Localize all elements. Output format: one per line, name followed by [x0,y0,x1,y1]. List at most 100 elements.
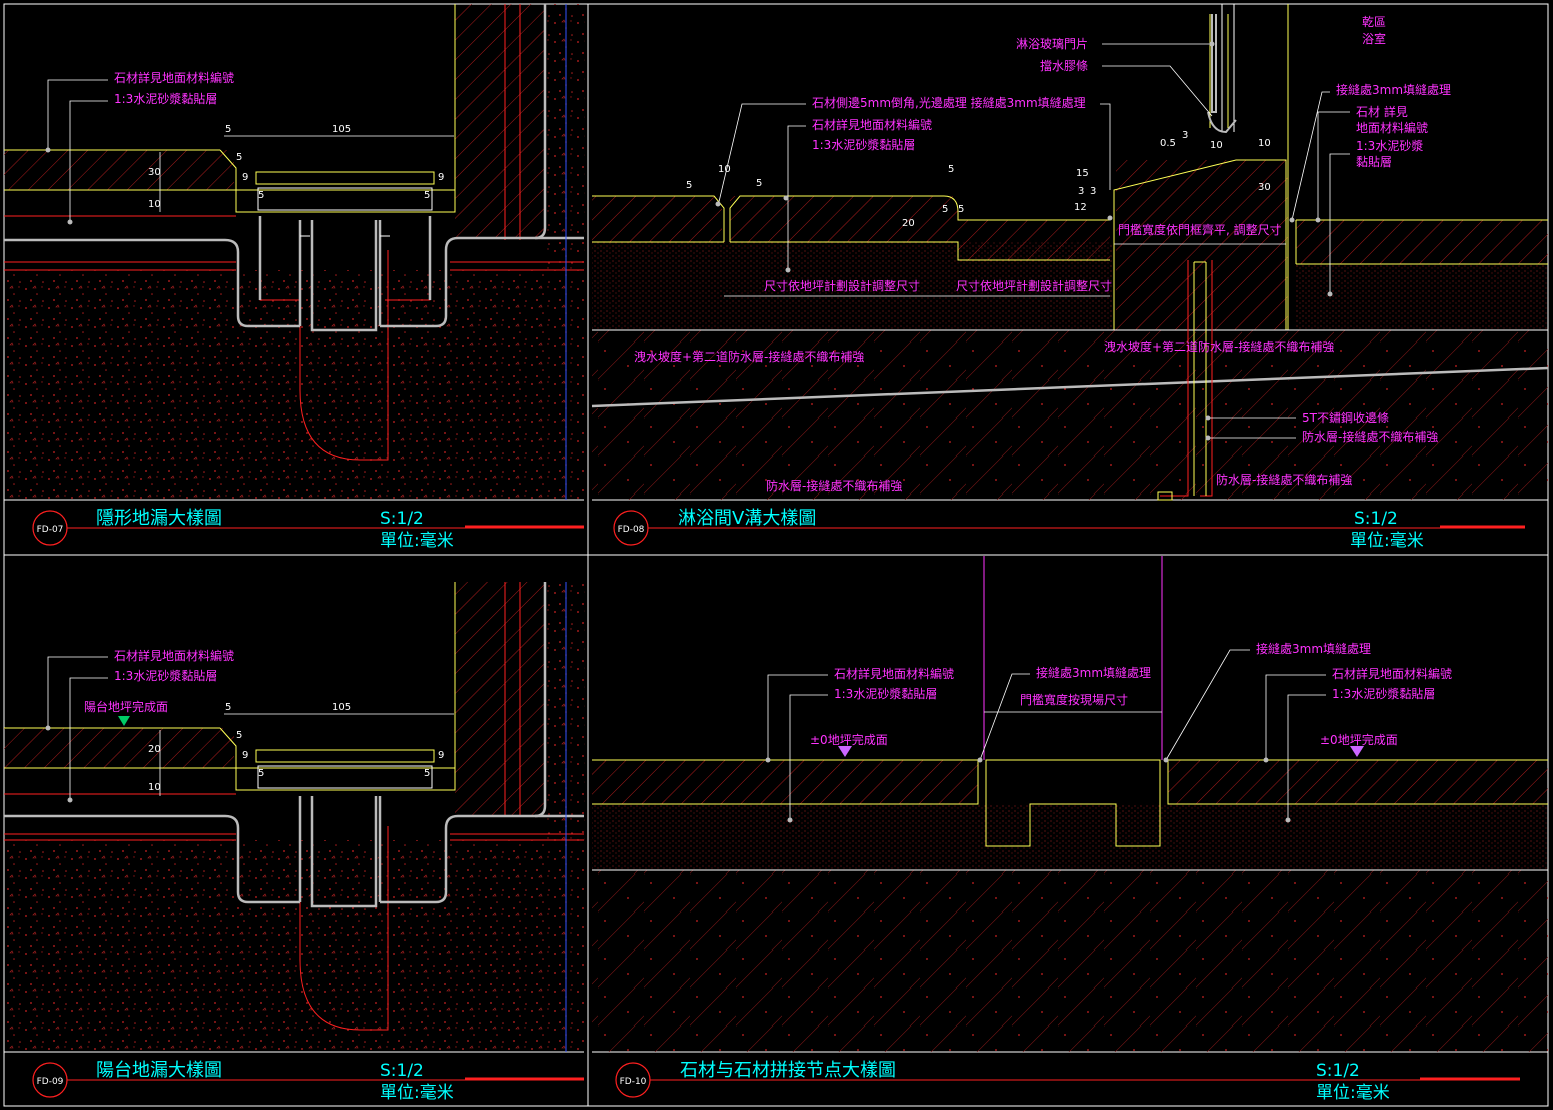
panel-fd07: 石材詳見地面材料編號 1:3水泥砂漿黏貼層 5 105 5 9 9 30 10 … [4,4,585,551]
layer-lines [591,4,1549,408]
panel-fd10: 石材詳見地面材料編號 1:3水泥砂漿黏貼層 接縫處3mm填縫處理 門檻寬度按現場… [592,556,1548,1103]
fd09-dim-9b: 9 [438,750,444,761]
fd07-unit: 單位:毫米 [380,531,454,551]
fd08-label-size-b: 尺寸依地坪計劃設計調整尺寸 [956,278,1112,293]
fd08-unit: 單位:毫米 [1350,531,1424,551]
fd09-scale: S:1/2 [380,1061,424,1081]
fd10-label-joint-r: 接縫處3mm填縫處理 [1256,641,1371,656]
fd08-code: FD-08 [618,525,645,535]
fd08-dim-5e: 5 [958,204,964,215]
fd08-dim-10: 10 [718,164,731,175]
fd07-dim-10: 10 [148,199,161,210]
slab-hatch [592,330,1548,500]
stone-right [1168,760,1548,804]
fd08-label-glass: 淋浴玻璃門片 [1016,37,1088,51]
fd08-label-joint: 接縫處3mm填縫處理 [1336,82,1451,97]
mortar-layer [592,804,1548,870]
fd08-label-wp-c: 防水層-接縫處不織布補強 [1216,472,1352,487]
fd09-dim-105: 105 [332,702,351,713]
fd08-label-bath: 浴室 [1362,31,1386,46]
panel-fd09: 石材詳見地面材料編號 1:3水泥砂漿黏貼層 陽台地坪完成面 5 105 5 9 … [4,582,585,1103]
stone-right [1296,220,1548,264]
stone-layer-left [4,150,234,190]
channel-lines [1160,260,1213,497]
level-marker-icon [1350,746,1364,757]
fd08-label-slope-b: 洩水坡度+第二道防水層-接縫處不織布補強 [1104,339,1334,354]
stone-layer-left [4,728,234,768]
fd08-label-trim: 5T不鏽鋼收邊條 [1302,410,1389,425]
fd07-dim-5c: 5 [258,190,264,201]
fd09-title: 陽台地漏大樣圖 [96,1060,222,1081]
fd07-dim-9b: 9 [438,172,444,183]
fd09-label-finish: 陽台地坪完成面 [84,699,168,714]
fd07-label-mortar: 1:3水泥砂漿黏貼層 [114,91,217,106]
fd08-label-slope-a: 洩水坡度+第二道防水層-接縫處不織布補強 [634,349,864,364]
glass-door [1207,14,1237,134]
concrete-base [4,840,584,1052]
fd08-scale: S:1/2 [1354,509,1398,529]
fd09-dim-20: 20 [148,744,161,755]
leader-lines [717,43,1350,439]
fd09-dim-10: 10 [148,782,161,793]
stone-outline [592,4,1548,330]
fd08-label-stone-r1: 石材 詳見 [1356,104,1408,119]
fd09-dim-9a: 9 [242,750,248,761]
fd10-label-mortar-r: 1:3水泥砂漿黏貼層 [1332,686,1435,701]
fd10-code: FD-10 [620,1077,647,1087]
stone-b [730,196,958,242]
fd08-dim-20: 20 [902,218,915,229]
fd09-label-stone: 石材詳見地面材料編號 [114,648,234,663]
fd07-dim-5d: 5 [424,190,430,201]
fd07-label-stone: 石材詳見地面材料編號 [114,70,234,85]
fd08-label-seal: 擋水膠條 [1040,59,1088,73]
fd10-label-level-r: ±0地坪完成面 [1320,732,1398,747]
slab-hatch [592,870,1548,1052]
fd08-label-threshold: 門檻寬度依門框齊平, 調整尺寸 [1118,222,1282,237]
fd10-label-stone-r: 石材詳見地面材料編號 [1332,666,1452,681]
drain-inner [257,187,433,237]
fd09-dim-5c: 5 [258,768,264,779]
fd08-dim-15: 15 [1076,168,1089,179]
drain-inner [257,765,433,789]
stone-outline [592,759,1548,847]
fd08-dim-30: 30 [1258,182,1271,193]
wall-concrete [545,4,585,269]
drain-body [4,582,584,908]
fd07-scale: S:1/2 [380,509,424,529]
fd07-dim-9a: 9 [242,172,248,183]
stone-c [958,220,1110,260]
fd08-dim-3a: 3 [1078,186,1084,197]
fd08-label-size-a: 尺寸依地坪計劃設計調整尺寸 [764,278,920,293]
fd07-title: 隱形地漏大樣圖 [96,508,222,529]
fd08-dim-5a: 5 [686,180,692,191]
fd08-dim-5b: 5 [756,178,762,189]
stone-left [592,760,978,804]
leader-lines [47,79,454,222]
fd07-dim-30: 30 [148,167,161,178]
fd08-dim-05: 0.5 [1160,138,1176,149]
level-marker-icon [838,746,852,757]
wall-concrete [545,582,585,840]
fd08-label-dry: 乾區 [1362,15,1386,29]
fd10-label-joint-l: 接縫處3mm填縫處理 [1036,665,1151,680]
fd08-label-wp-a: 防水層-接縫處不織布補強 [1302,429,1438,444]
fd08-label-mortar-r1: 1:3水泥砂漿 [1356,138,1423,153]
drain-body [4,4,584,332]
fd09-dim-5: 5 [225,702,231,713]
mortar-lines [4,4,584,461]
fd09-label-mortar: 1:3水泥砂漿黏貼層 [114,668,217,683]
fd07-dim-105: 105 [332,124,351,135]
wall-stone [455,582,545,817]
leader-lines [47,656,454,800]
fd10-label-stone-l: 石材詳見地面材料編號 [834,666,954,681]
fd09-unit: 單位:毫米 [380,1083,454,1103]
stone-outline [4,582,456,791]
concrete-base [4,270,584,500]
fd08-label-wp-b: 防水層-接縫處不織布補強 [766,478,902,493]
wall-stone [455,4,545,239]
leader-lines [767,649,1326,820]
fd10-label-threshold: 門檻寬度按現場尺寸 [1020,692,1128,707]
fd08-dim-5c: 5 [948,164,954,175]
fd08-dim-3c: 3 [1182,130,1188,141]
